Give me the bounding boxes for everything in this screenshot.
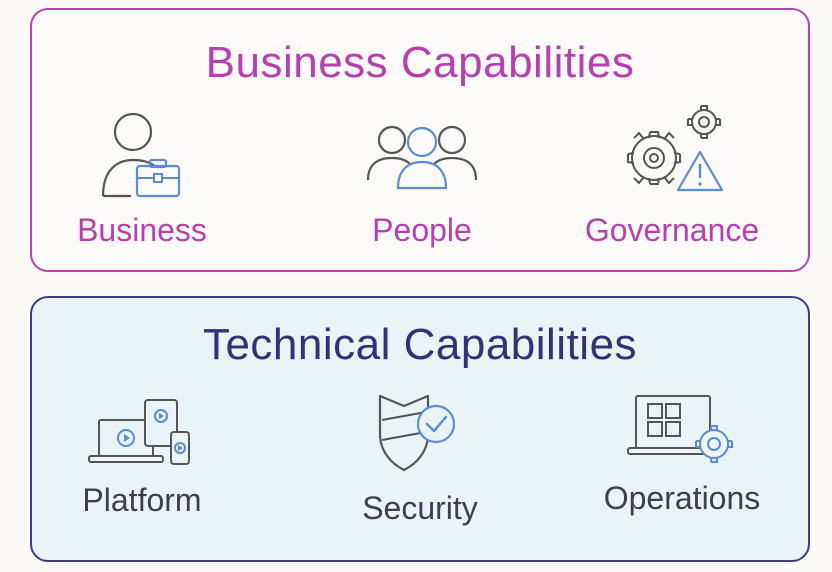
operations-item: Operations: [572, 394, 792, 517]
platform-label: Platform: [82, 482, 202, 518]
person-briefcase-icon: [101, 112, 181, 198]
business-capabilities-panel: Business Capabilities Business People: [30, 8, 810, 272]
technical-capabilities-panel: Technical Capabilities Platform Sec: [30, 296, 810, 562]
business-label: Business: [77, 212, 207, 248]
business-capabilities-title: Business Capabilities: [205, 38, 635, 87]
operations-label: Operations: [603, 480, 761, 516]
shield-check-icon: [378, 394, 456, 472]
security-label: Security: [362, 490, 478, 526]
business-item: Business: [32, 110, 252, 249]
platform-item: Platform: [32, 398, 252, 519]
security-item: Security: [310, 390, 530, 527]
devices-icon: [88, 399, 190, 465]
governance-label: Governance: [584, 212, 760, 248]
governance-item: Governance: [562, 100, 782, 249]
gears-warning-icon: [627, 105, 724, 192]
technical-capabilities-title: Technical Capabilities: [202, 320, 638, 369]
dashboard-gear-icon: [627, 395, 733, 463]
people-label: People: [372, 212, 472, 248]
people-group-icon: [366, 125, 478, 190]
people-item: People: [312, 110, 532, 249]
